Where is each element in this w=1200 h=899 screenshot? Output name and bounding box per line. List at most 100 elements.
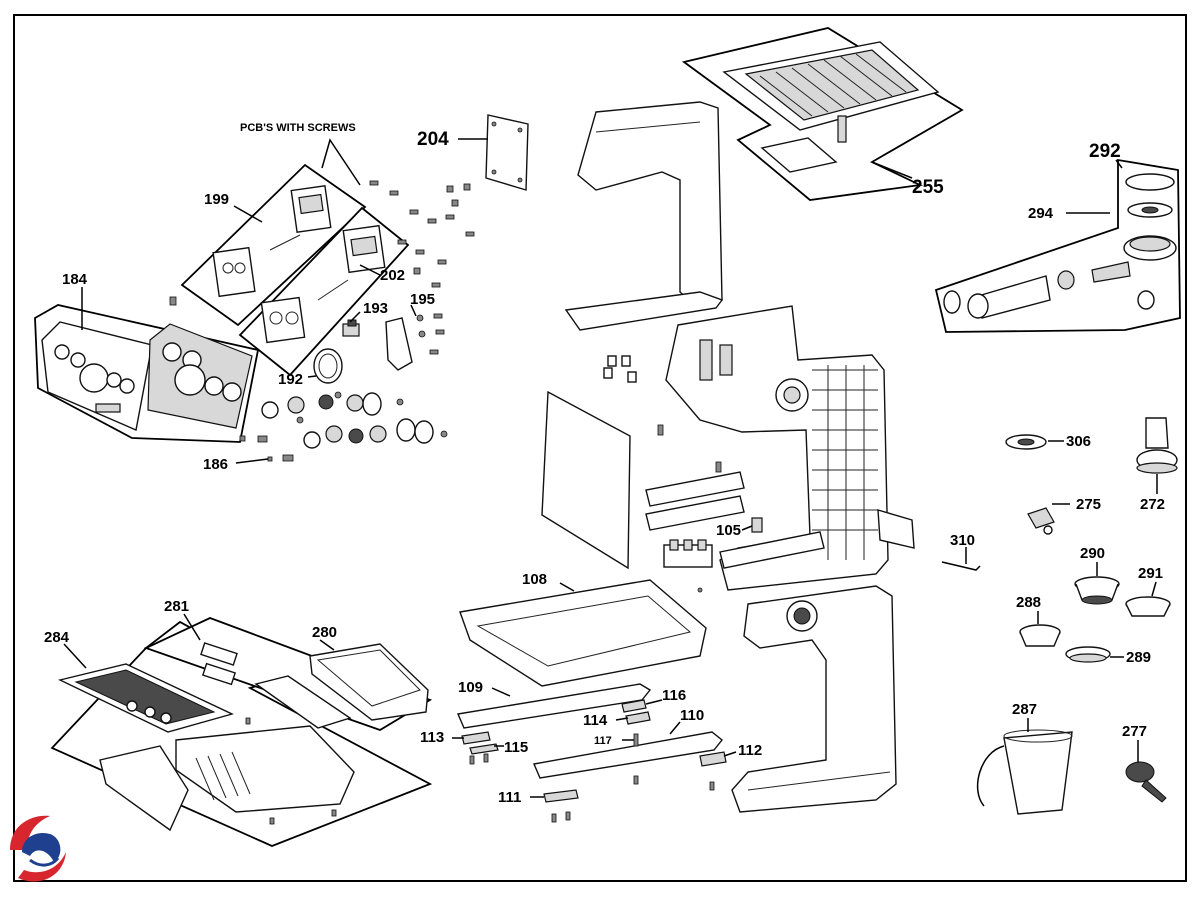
part-199-pcb-group: [180, 163, 367, 327]
label-288: 288: [1016, 594, 1041, 611]
part-202-pcb-group: [238, 206, 410, 377]
part-116-clip: [621, 699, 647, 713]
label-294: 294: [1028, 205, 1054, 222]
base-ribs: [195, 751, 251, 801]
part-117-pin: [633, 733, 639, 785]
leader-186: [235, 458, 269, 464]
part-204-plate: [485, 114, 529, 191]
leader-109: [491, 687, 511, 697]
label-275: 275: [1076, 496, 1101, 513]
label-108: 108: [522, 571, 547, 588]
label-289: 289: [1126, 649, 1151, 666]
mid-rail-brackets: [645, 471, 825, 569]
label-292: 292: [1089, 141, 1121, 162]
label-192: 192: [278, 371, 303, 388]
part-112-clip: [699, 751, 727, 791]
label-284: 284: [44, 629, 70, 646]
part-110-rail: [533, 731, 723, 779]
label-115: 115: [504, 739, 528, 756]
label-195: 195: [410, 291, 435, 308]
leader-pcb-note: [321, 138, 361, 186]
chassis-grid: [812, 365, 878, 560]
part-115-clip: [469, 743, 499, 755]
knob-assembly-parts: [261, 391, 448, 449]
leader-195: [410, 304, 417, 317]
part-255-cup-tray-group: [681, 27, 964, 201]
leader-199: [233, 205, 263, 223]
label-272: 272: [1140, 496, 1165, 513]
leader-116: [645, 699, 663, 705]
part-192-ring: [313, 348, 343, 384]
leader-280: [319, 639, 335, 651]
part-109-rail: [457, 683, 652, 729]
part-275-clip: [1027, 507, 1055, 535]
label-111: 111: [498, 789, 521, 806]
label-281: 281: [164, 598, 189, 615]
label-184: 184: [62, 271, 88, 288]
part-193-switch: [342, 319, 360, 337]
leader-281: [183, 613, 201, 641]
side-panel: [541, 355, 722, 570]
leader-255: [871, 161, 913, 179]
part-184-front-panel-group: [34, 304, 260, 443]
leader-110: [669, 721, 681, 735]
label-202: 202: [380, 267, 405, 284]
part-277-scoop: [1125, 761, 1167, 803]
leader-114: [615, 717, 629, 721]
label-193: 193: [363, 300, 388, 317]
leader-291: [1151, 581, 1157, 597]
label-277: 277: [1122, 723, 1147, 740]
label-114: 114: [583, 712, 608, 729]
label-116: 116: [662, 687, 686, 704]
label-113: 113: [420, 729, 444, 746]
leader-193: [349, 311, 361, 323]
label-306: 306: [1066, 433, 1091, 450]
label-112: 112: [738, 742, 762, 759]
cup-tray-grille: [759, 53, 907, 117]
leader-105: [741, 525, 753, 531]
label-105: 105: [716, 522, 741, 539]
main-chassis-frame: [665, 305, 915, 591]
leader-108: [559, 582, 575, 592]
label-290: 290: [1080, 545, 1105, 562]
part-280-water-tank: [309, 643, 429, 721]
leader-192: [307, 375, 317, 378]
label-310: 310: [950, 532, 975, 549]
part-105-fitting: [663, 517, 763, 568]
part-288-basket: [1019, 624, 1061, 647]
part-291-basket: [1125, 596, 1171, 617]
brand-swirl-logo-icon: [10, 815, 66, 882]
leader-112: [723, 751, 737, 757]
part-108-drip-tray: [459, 579, 707, 687]
header-note-pcbs-with-screws: PCB'S WITH SCREWS: [240, 122, 356, 134]
part-310-key: [941, 561, 981, 571]
pcb-mounting-screws: [369, 180, 475, 288]
part-272-tamper: [1136, 417, 1178, 474]
part-287-milk-jug: [976, 729, 1073, 815]
part-111-clip: [543, 789, 579, 823]
part-289-disc: [1065, 646, 1111, 663]
upper-housing-cover: [564, 101, 724, 331]
label-291: 291: [1138, 565, 1163, 582]
part-113-clip: [461, 731, 491, 765]
leader-202: [359, 264, 381, 276]
label-255: 255: [912, 177, 944, 198]
part-195-bracket: [385, 313, 445, 371]
leader-284: [63, 643, 87, 669]
label-280: 280: [312, 624, 337, 641]
diagram-frame: [13, 14, 1187, 882]
label-186: 186: [203, 456, 228, 473]
part-306-gasket: [1005, 434, 1047, 450]
leader-292: [1115, 159, 1123, 169]
label-117: 117: [594, 735, 612, 747]
part-292-portafilter-group: [934, 158, 1181, 333]
part-114-clip: [625, 711, 651, 725]
label-109: 109: [458, 679, 483, 696]
label-287: 287: [1012, 701, 1037, 718]
label-110: 110: [680, 707, 704, 724]
label-204: 204: [417, 129, 449, 150]
base-tray-group: [50, 617, 433, 847]
label-199: 199: [204, 191, 229, 208]
